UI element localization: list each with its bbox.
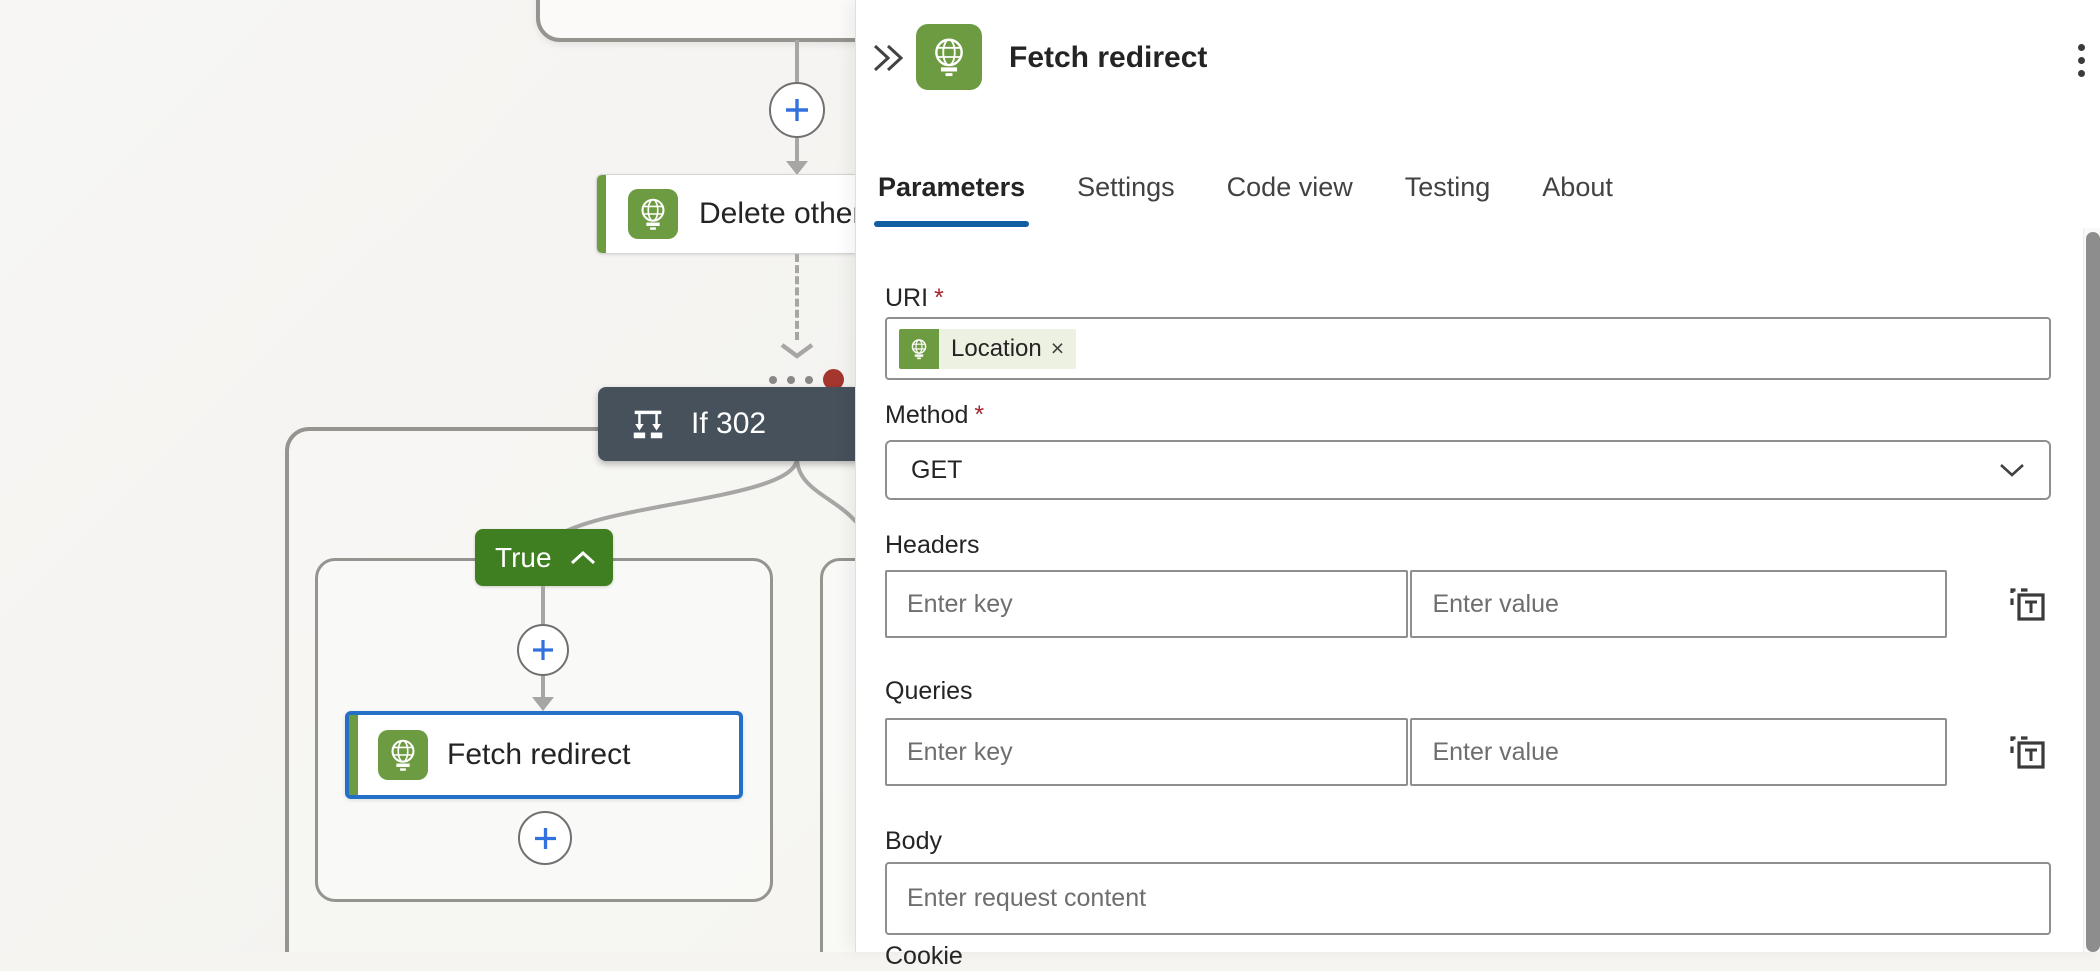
- tab-code-view[interactable]: Code view: [1226, 172, 1353, 202]
- plus-icon: [786, 99, 808, 121]
- if-branch-icon: [633, 410, 663, 439]
- plus-icon: [534, 827, 556, 849]
- method-label: Method*: [885, 401, 985, 429]
- kebab-dot: [2077, 56, 2085, 64]
- insert-action-button-after-fetch[interactable]: [518, 811, 572, 865]
- queries-key-input[interactable]: [885, 718, 1408, 786]
- uri-input[interactable]: Location ×: [885, 317, 2051, 380]
- kebab-dot: [2077, 69, 2085, 77]
- panel-tabs: Parameters Settings Code view Testing Ab…: [873, 170, 1616, 227]
- scope-container-above: [536, 0, 856, 42]
- arrow-down-icon: [532, 697, 554, 711]
- uri-label: URI*: [885, 284, 944, 312]
- action-node-delete-other[interactable]: Delete other: [596, 174, 856, 254]
- headers-label: Headers: [885, 531, 980, 559]
- connector-line: [541, 586, 545, 624]
- node-label: Delete other: [699, 197, 856, 230]
- insert-action-button-true-branch[interactable]: [517, 624, 569, 676]
- http-globe-icon: [628, 189, 678, 239]
- workflow-canvas[interactable]: Delete other If 302 True: [0, 0, 856, 952]
- condition-node-if-302[interactable]: If 302: [598, 387, 856, 461]
- connector-line: [795, 40, 799, 82]
- node-label: If 302: [691, 407, 767, 440]
- tab-settings[interactable]: Settings: [1077, 172, 1175, 202]
- connector-color-bar: [597, 175, 606, 253]
- status-indicator: [769, 369, 844, 390]
- tab-testing[interactable]: Testing: [1404, 172, 1491, 202]
- text-mode-toggle-icon[interactable]: [2002, 580, 2050, 628]
- red-dot-icon: [823, 369, 844, 390]
- kebab-dot: [2077, 43, 2085, 51]
- headers-row: [885, 570, 2051, 638]
- chevron-up-icon: [570, 550, 596, 564]
- connector-line: [795, 138, 799, 162]
- panel-scrollbar-track[interactable]: [2083, 228, 2100, 952]
- panel-title: Fetch redirect: [1009, 41, 1208, 74]
- http-globe-icon: [916, 24, 982, 90]
- queries-row: [885, 718, 2051, 786]
- headers-key-input[interactable]: [885, 570, 1408, 638]
- required-marker: *: [934, 284, 944, 312]
- more-options-button[interactable]: [2063, 38, 2099, 82]
- false-branch-container: [820, 558, 856, 952]
- chevron-down-icon: [2000, 463, 2024, 477]
- queries-label: Queries: [885, 677, 973, 705]
- text-mode-toggle-icon[interactable]: [2002, 728, 2050, 776]
- body-label: Body: [885, 827, 942, 855]
- dashed-connector-line: [795, 254, 799, 340]
- insert-action-button-top[interactable]: [769, 82, 825, 138]
- collapse-panel-button[interactable]: [870, 40, 906, 76]
- parameters-form: URI* Location ×: [885, 283, 2051, 970]
- connector-line: [541, 676, 545, 698]
- plus-icon: [533, 640, 553, 660]
- badge-label: True: [495, 541, 552, 573]
- node-label: Fetch redirect: [447, 738, 631, 771]
- panel-scrollbar-thumb[interactable]: [2086, 232, 2100, 952]
- http-globe-icon: [378, 730, 428, 780]
- action-details-panel: Fetch redirect Parameters Settings Code …: [855, 0, 2100, 970]
- dynamic-content-token-location[interactable]: Location ×: [899, 328, 1077, 369]
- body-input[interactable]: [885, 862, 2051, 935]
- method-selected-value: GET: [911, 455, 963, 484]
- tab-parameters[interactable]: Parameters: [873, 170, 1030, 227]
- connector-color-bar: [349, 715, 358, 795]
- double-chevron-right-icon: [873, 44, 904, 72]
- http-globe-icon: [899, 328, 939, 369]
- required-marker: *: [974, 401, 985, 429]
- tab-about[interactable]: About: [1542, 172, 1613, 202]
- queries-value-input[interactable]: [1410, 718, 1948, 786]
- arrow-down-icon: [786, 161, 808, 175]
- true-branch-badge[interactable]: True: [475, 529, 613, 586]
- token-label: Location: [951, 334, 1042, 362]
- method-dropdown[interactable]: GET: [885, 440, 2051, 500]
- chevron-down-icon: [780, 343, 814, 359]
- headers-value-input[interactable]: [1410, 570, 1948, 638]
- cookie-label: Cookie: [885, 942, 963, 970]
- token-remove-button[interactable]: ×: [1050, 335, 1065, 361]
- action-node-fetch-redirect-selected[interactable]: Fetch redirect: [345, 711, 743, 799]
